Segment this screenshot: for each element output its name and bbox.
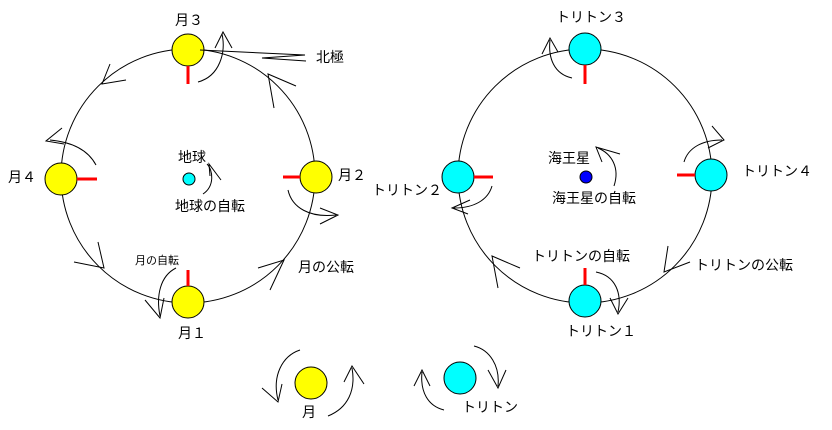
triton-3-rotation-arrow xyxy=(549,39,573,79)
bottom-legend: 月 トリトン xyxy=(261,345,518,421)
earth-label: 地球 xyxy=(178,150,206,166)
neptune-rotation-arrow xyxy=(597,147,617,187)
moon-revolution-arrowhead-lower-left xyxy=(73,241,105,269)
triton-3-label: トリトン３ xyxy=(556,10,626,26)
triton-4-label: トリトン４ xyxy=(742,164,812,180)
earth xyxy=(182,172,196,186)
bottom-triton-arrowhead-left xyxy=(413,368,431,387)
triton-1-rotation-arrowhead xyxy=(609,297,629,316)
moon-4-label: 月４ xyxy=(8,170,36,186)
bottom-triton-arrow-left xyxy=(421,371,445,411)
moon-rotation-label: 月の自転 xyxy=(135,254,179,267)
triton-3-rotation-arrowhead xyxy=(541,36,559,55)
triton-revolution-arrowhead-right xyxy=(663,245,691,273)
triton-4-rotation-arrow xyxy=(683,139,723,163)
triton-2-label: トリトン２ xyxy=(372,183,442,199)
bottom-moon-arrow-left xyxy=(275,349,301,401)
moon-4-rotation-arrowhead xyxy=(44,127,65,145)
moon-1-label: 月１ xyxy=(178,326,206,342)
earth-rotation-arrow xyxy=(202,163,213,195)
moon-3-label: 月３ xyxy=(175,13,203,29)
triton-2-rotation-arrow xyxy=(453,185,493,209)
triton-revolution-label: トリトンの公転 xyxy=(695,258,793,274)
north-pole-label: 北極 xyxy=(316,50,344,66)
triton-4-rotation-arrowhead xyxy=(707,125,725,149)
bottom-moon-arrowhead-left xyxy=(261,383,283,403)
moon-3-rotation-arrowhead xyxy=(214,30,233,49)
triton-1-label: トリトン１ xyxy=(566,324,636,340)
bottom-moon xyxy=(294,366,328,400)
triton-orbit-diagram: 海王星 海王星の自転 トリトン３ トリトン２ トリトン４ トリトン１ トリトンの… xyxy=(372,10,812,340)
bottom-moon-arrowhead-right xyxy=(343,365,365,385)
triton-2 xyxy=(441,160,475,194)
triton-rotation-label: トリトンの自転 xyxy=(532,249,630,265)
moon-1 xyxy=(171,285,205,319)
moon-2 xyxy=(299,160,333,194)
moon-orbit-diagram: 地球 地球の自転 月３ 月２ 月４ 月１ 北極 月の自転 xyxy=(8,13,366,342)
moon-3 xyxy=(171,33,205,67)
triton-3 xyxy=(568,32,602,66)
bottom-triton-arrow-right xyxy=(473,345,499,387)
neptune-rotation-label: 海王星の自転 xyxy=(552,191,636,207)
moon-revolution-label: 月の公転 xyxy=(298,260,354,276)
moon-revolution-arrowhead-upper-right xyxy=(267,73,297,109)
moon-4 xyxy=(44,162,78,196)
moon-2-label: 月２ xyxy=(338,168,366,184)
triton-1-rotation-arrow xyxy=(595,271,620,313)
moon-1-rotation-arrowhead xyxy=(144,297,165,320)
moon-2-rotation-arrow xyxy=(287,189,337,217)
moon-4-rotation-arrow xyxy=(49,139,97,166)
neptune-label: 海王星 xyxy=(548,151,590,167)
neptune xyxy=(579,170,593,184)
triton-revolution-arrowhead-left xyxy=(491,255,521,289)
bottom-triton-arrowhead-right xyxy=(487,369,507,390)
moon-3-rotation-arrow xyxy=(197,33,224,83)
bottom-moon-arrow-right xyxy=(327,367,354,417)
earth-rotation-arrowhead xyxy=(208,162,222,181)
triton-1 xyxy=(568,284,602,318)
triton-4 xyxy=(694,158,728,192)
earth-rotation-label: 地球の自転 xyxy=(175,199,245,215)
bottom-triton xyxy=(443,361,477,395)
moon-2-rotation-arrowhead xyxy=(319,207,340,225)
bottom-triton-label: トリトン xyxy=(462,400,518,416)
moon-revolution-arrowhead-upper-left xyxy=(101,63,127,85)
neptune-rotation-arrowhead xyxy=(595,146,621,163)
north-pole-pointer xyxy=(199,49,307,62)
moon-1-rotation-arrow xyxy=(158,267,177,317)
bottom-moon-label: 月 xyxy=(302,405,316,421)
moon-revolution-arrowhead-lower-right xyxy=(257,259,285,291)
triton-2-rotation-arrowhead xyxy=(450,199,471,215)
